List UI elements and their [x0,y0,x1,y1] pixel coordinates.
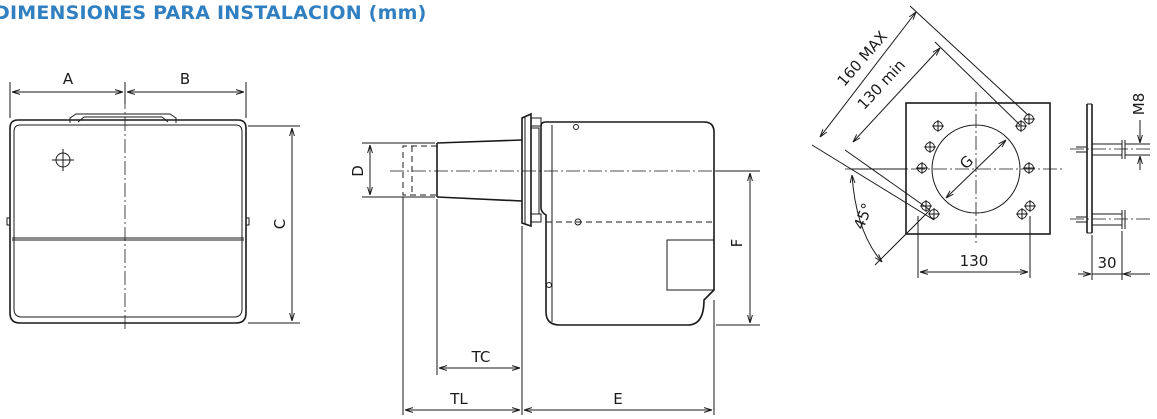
dim-30-label: 30 [1097,254,1116,272]
dim-d-label: D [349,165,367,177]
dim-g-label: G [956,152,977,173]
mounting-plate-view: G 160 MAX 130 min 45° [811,5,1065,278]
dim-130-label: 130 [960,252,989,270]
dim-c-label: C [271,219,289,229]
sight-glass-icon [52,149,74,171]
dim-tc-label: TC [471,348,491,366]
dim-a-label: A [63,70,74,88]
dim-b-label: B [180,70,190,88]
dim-tl-label: TL [449,390,468,408]
dim-m8-label: M8 [1130,93,1148,116]
stud-detail-view: M8 30 [1070,93,1150,280]
front-view: A B C [6,70,300,330]
dim-e-label: E [613,390,622,408]
page-title: DIMENSIONES PARA INSTALACION (mm) [0,2,427,24]
dim-f-label: F [728,239,746,248]
dim-45-deg-label: 45° [850,200,877,231]
side-view: D F TC TL E [349,112,760,415]
